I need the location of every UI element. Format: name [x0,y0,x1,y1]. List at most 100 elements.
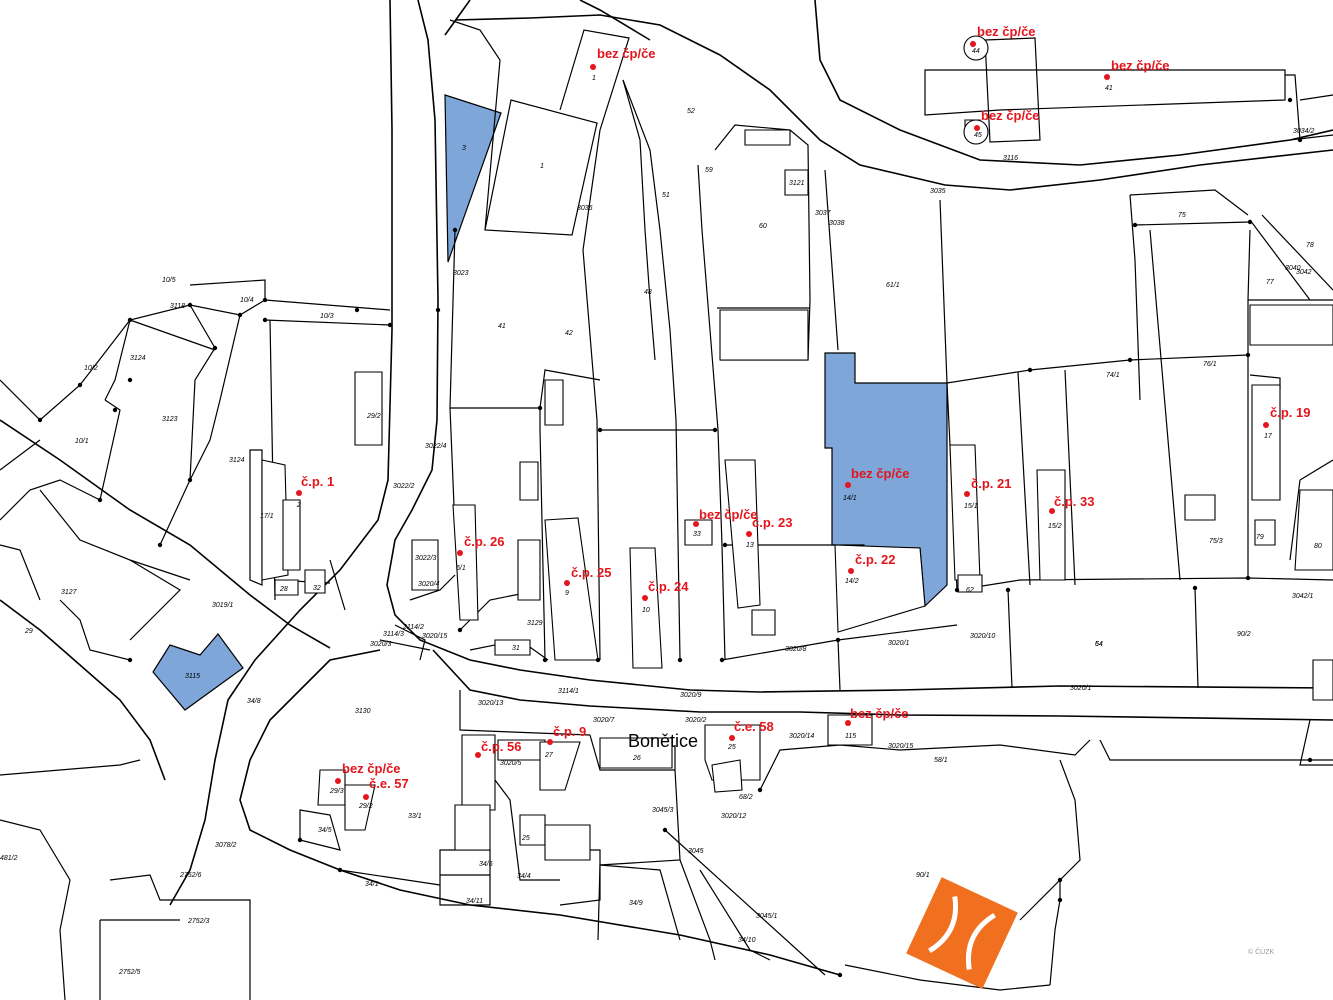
parcel-number: 3019/1 [212,602,234,609]
parcel-number: 64 [1095,641,1103,648]
watermark: © ČÚZK [1248,947,1274,956]
house-label[interactable]: č.p. 56 [481,739,521,754]
house-label[interactable]: č.p. 22 [855,552,895,567]
parcel-number: 68/2 [739,794,753,801]
boundary-vertex [662,827,668,833]
parcel-number: 115 [845,733,856,740]
building [411,539,439,591]
parcel-number: 3020/3 [370,641,392,648]
boundary-vertex [457,627,463,633]
house-label[interactable]: č.p. 23 [752,515,792,530]
building [1312,659,1333,701]
house-marker [475,752,481,758]
parcel-number: 51 [662,192,670,199]
parcel-number: 10/4 [240,297,254,304]
house-label[interactable]: č.p. 1 [301,474,334,489]
parcel-number: 10/5 [162,277,176,284]
parcel-number: 34/4 [517,873,531,880]
boundary-vertex [1245,352,1251,358]
house-label[interactable]: č.p. 33 [1054,494,1094,509]
parcel-number: 34/6 [479,861,493,868]
house-label[interactable]: bez čp/če [597,46,656,61]
parcel-number: 3078/2 [215,842,237,849]
parcel-number: 10/3 [320,313,334,320]
house-label[interactable]: bez čp/če [699,507,758,522]
boundary-vertex [37,417,43,423]
building [1294,489,1333,571]
building [354,371,383,446]
house-label[interactable]: č.p. 19 [1270,405,1310,420]
highlighted-parcel-3115 [152,633,244,711]
brand-logo-icon [906,877,1018,989]
boundary-vertex [677,657,683,663]
boundary-vertex [354,307,360,313]
house-label[interactable]: bez čp/če [981,108,1040,123]
house-marker [693,521,699,527]
house-marker [848,568,854,574]
house-label[interactable]: bez čp/če [342,761,401,776]
parcel-number: 44 [972,48,980,55]
building [1184,494,1216,521]
parcel-number: 90/2 [1237,631,1251,638]
house-label[interactable]: bez čp/če [1111,58,1170,73]
parcel-number: 25 [521,835,530,842]
boundary-vertex [237,312,243,318]
boundary-vertex [1027,367,1033,373]
parcel-number: 3020/14 [789,733,814,740]
parcel-number: 3020/13 [478,700,503,707]
house-label[interactable]: č.p. 24 [648,579,689,594]
house-label[interactable]: č.p. 25 [571,565,611,580]
boundary-vertex [542,657,548,663]
parcel-number: 3042/1 [1292,593,1314,600]
parcel-number: 2752/3 [187,918,210,925]
parcel-number: 3035 [930,188,946,195]
boundary-vertex [835,637,841,643]
boundary-vertex [127,377,133,383]
parcel-number: 42 [565,330,573,337]
house-marker [746,531,752,537]
house-label[interactable]: bez čp/če [977,24,1036,39]
building [1249,304,1333,346]
boundary-vertex [262,317,268,323]
parcel-number: 26 [632,755,641,762]
building [719,309,809,361]
boundary-vertex [435,307,441,313]
parcel-number: 3130 [355,708,371,715]
house-label[interactable]: bez čp/če [850,706,909,721]
parcel-number: 41 [498,323,506,330]
parcel-number: 3020/7 [593,717,616,724]
parcel-number: 3020/8 [785,646,807,653]
house-label[interactable]: č.p. 9 [553,724,586,739]
building [274,579,299,596]
parcel-number: 3020/5 [500,760,522,767]
house-label[interactable]: č.e. 57 [369,776,409,791]
parcel-number: 2752/5 [118,969,141,976]
house-label[interactable]: č.p. 21 [971,476,1011,491]
parcel-number: 62 [966,587,974,594]
parcel-number: 9 [565,590,569,597]
house-label[interactable]: č.e. 58 [734,719,774,734]
parcel-number: 80 [1314,543,1322,550]
parcel-number: 17/1 [260,513,274,520]
parcel-number: 14/1 [843,495,857,502]
house-label[interactable]: bez čp/če [851,466,910,481]
parcel-number: 3127 [61,589,78,596]
house-label[interactable]: č.p. 26 [464,534,504,549]
house-marker [363,794,369,800]
parcel-number: 34/5 [318,827,332,834]
parcel-number: 3020/12 [721,813,746,820]
house-marker [845,482,851,488]
parcel-number: 10/1 [75,438,89,445]
building [711,759,743,793]
parcel-number: 3020/9 [680,692,702,699]
boundary-vertex [187,302,193,308]
house-marker [970,41,976,47]
house-marker [296,490,302,496]
boundary-vertex [297,837,303,843]
house-marker [642,595,648,601]
boundary-vertex [597,427,603,433]
boundary-vertex [452,227,458,233]
boundary-vertex [212,345,218,351]
parcel-number: 34/8 [247,698,261,705]
